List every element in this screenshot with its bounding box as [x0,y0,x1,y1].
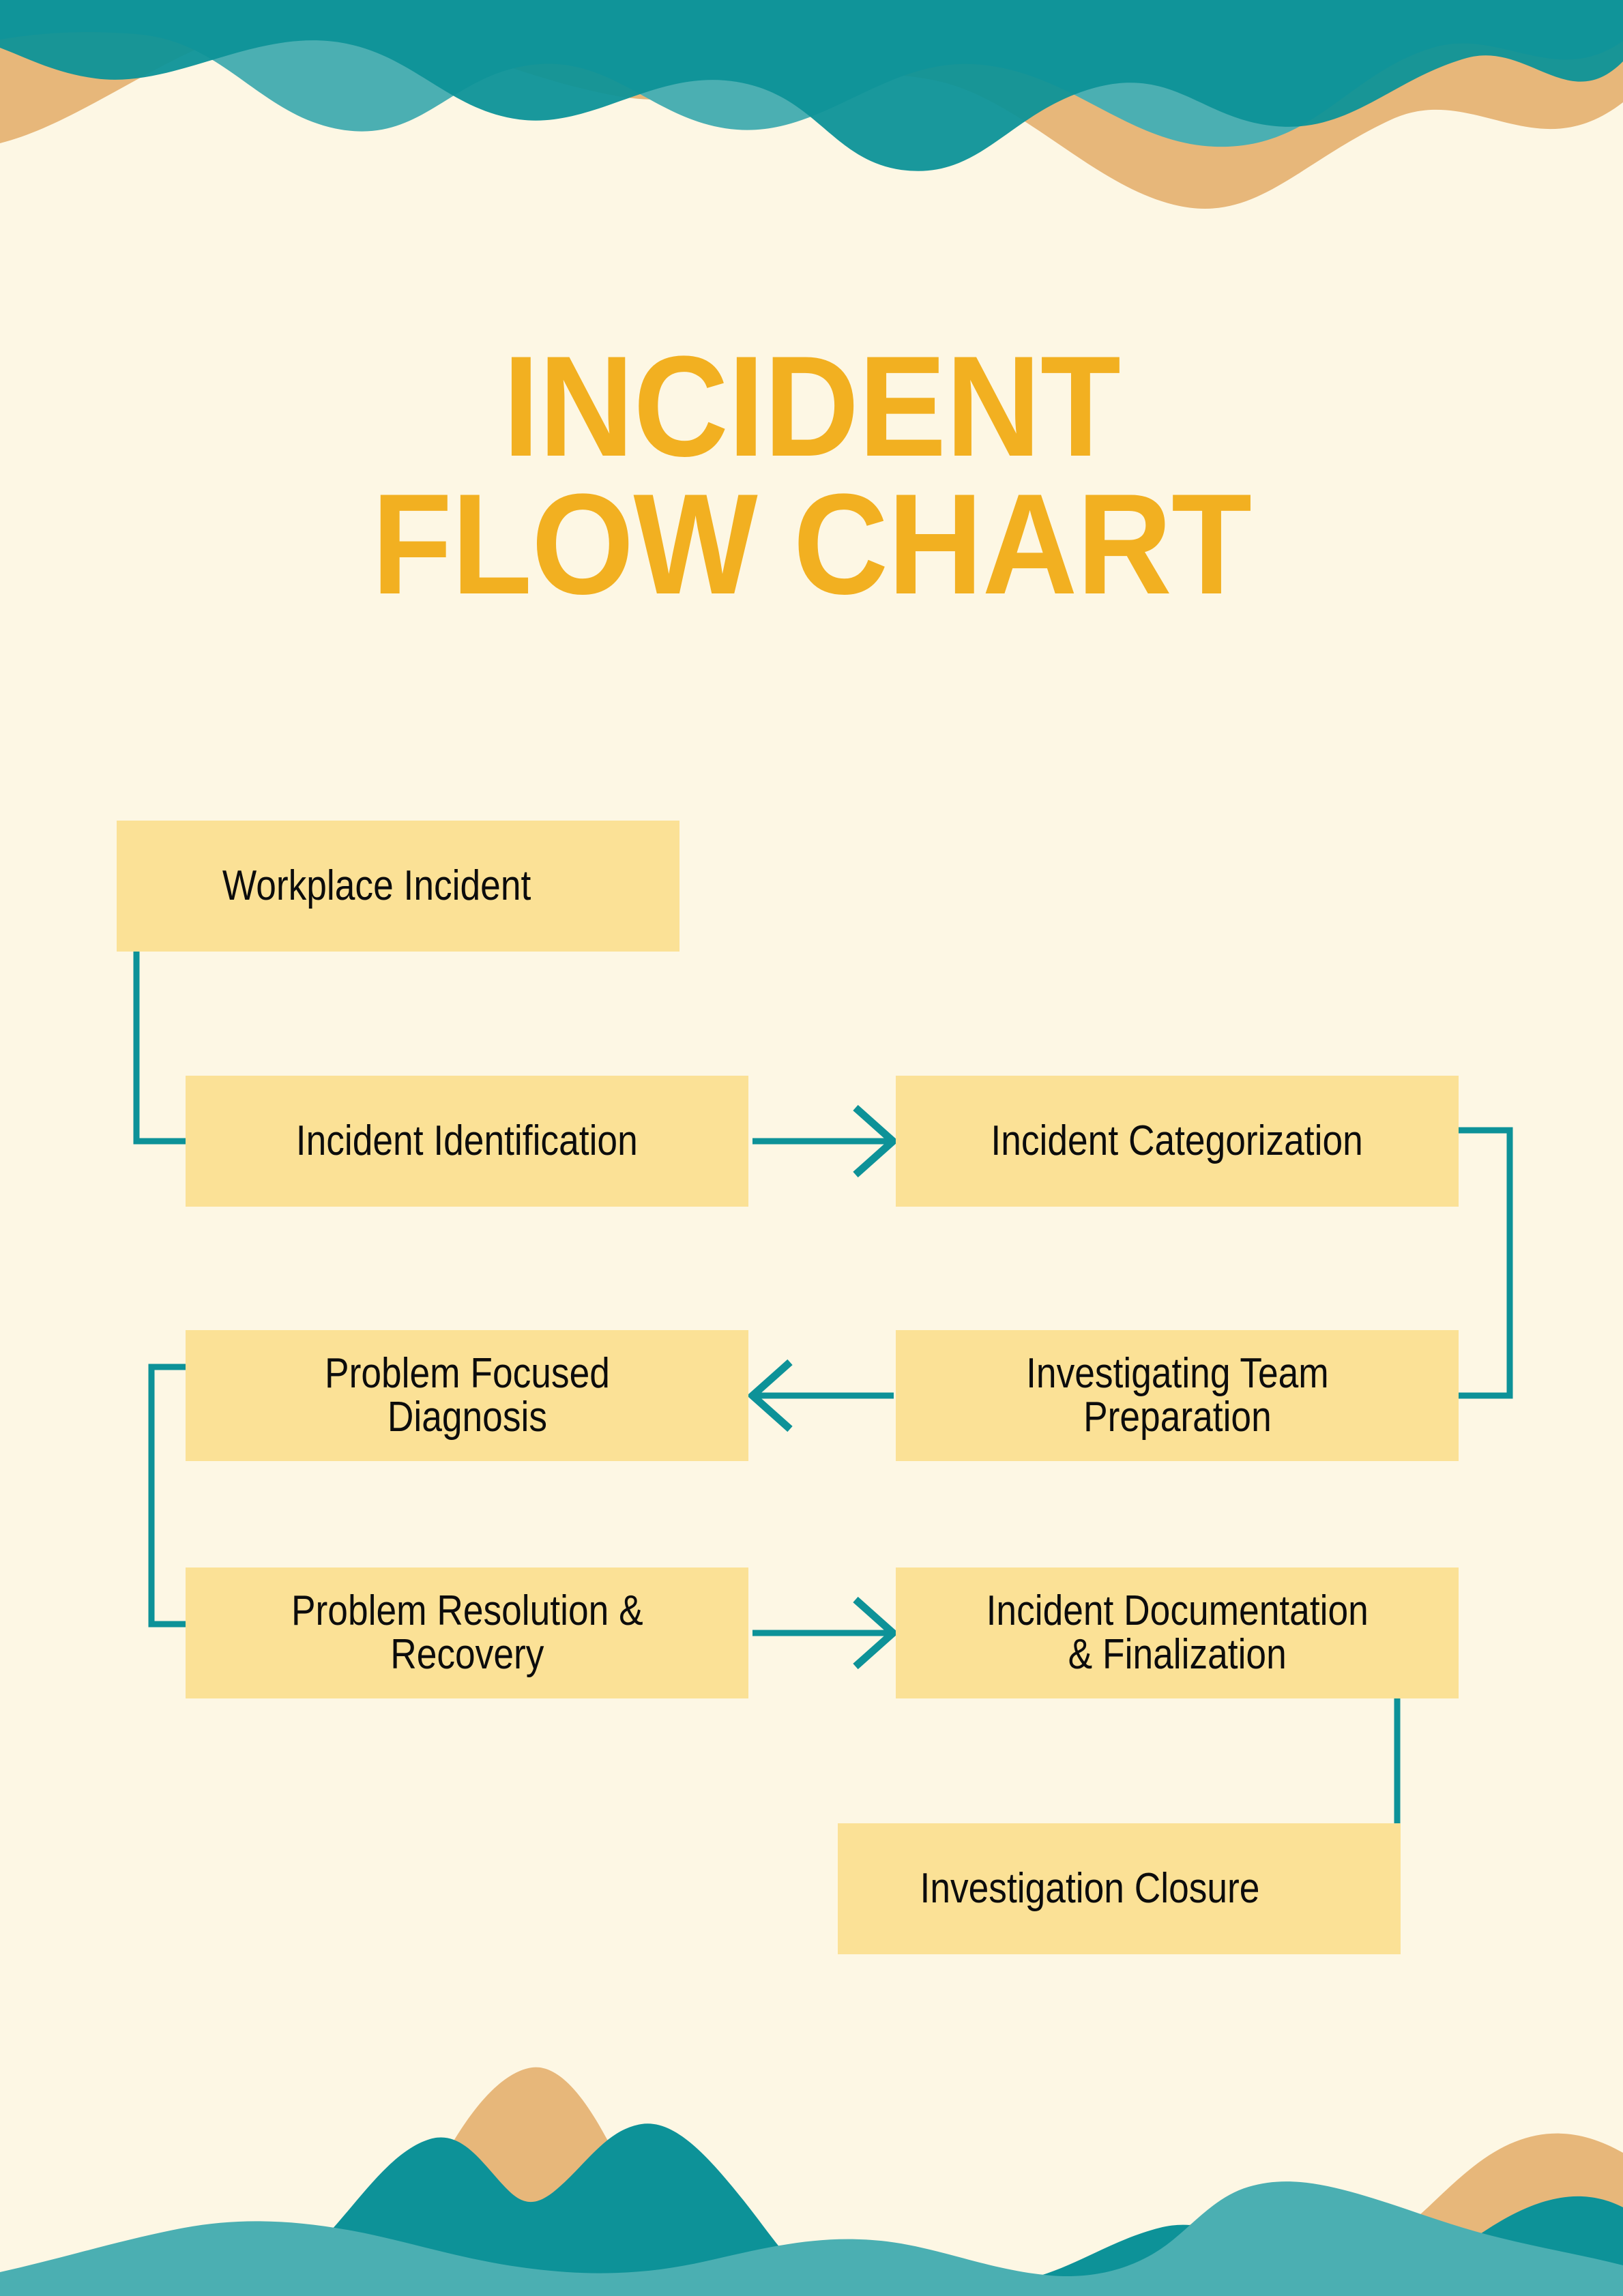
flow-node-workplace-incident[interactable]: Workplace Incident [117,821,679,952]
bottom-wave-teal-dark [0,2123,1623,2296]
flow-node-problem-focused-diagnosis[interactable]: Problem Focused Diagnosis [186,1330,748,1461]
arrowhead-to-documentation [853,1596,899,1670]
connector-workplace-to-identification [133,952,186,1145]
bottom-wave-decoration [0,1982,1623,2296]
top-wave-decoration [0,0,1623,286]
flow-node-label: Investigation Closure [920,1864,1260,1912]
page-title-line-1: INCIDENT [503,326,1121,486]
flow-node-label: Workplace Incident [222,862,531,909]
page-title-line-2: FLOW CHART [371,463,1252,624]
page-title: INCIDENT FLOW CHART [0,326,1623,624]
bottom-wave-sand [0,2067,1623,2296]
flow-node-incident-categorization[interactable]: Incident Categorization [896,1076,1459,1207]
flow-node-label: Investigating Team Preparation [1025,1349,1329,1441]
flow-node-investigation-closure[interactable]: Investigation Closure [838,1823,1401,1954]
bottom-wave-teal-light [0,2181,1623,2296]
arrowhead-to-diagnosis [746,1359,793,1432]
top-wave-sand [0,0,1623,209]
connector-diagnosis-to-resolution [148,1364,186,1628]
flow-node-label: Problem Focused Diagnosis [324,1349,610,1441]
flow-node-label: Problem Resolution & Recovery [291,1587,643,1678]
flow-node-label: Incident Identification [296,1117,638,1164]
connector-categorization-to-team-prep [1459,1127,1513,1399]
arrowhead-to-categorization [853,1104,899,1178]
flow-node-incident-documentation-finalization[interactable]: Incident Documentation & Finalization [896,1568,1459,1698]
flow-node-incident-identification[interactable]: Incident Identification [186,1076,748,1207]
flow-node-label: Incident Categorization [991,1117,1364,1164]
flow-node-label: Incident Documentation & Finalization [986,1587,1369,1678]
flow-node-problem-resolution-recovery[interactable]: Problem Resolution & Recovery [186,1568,748,1698]
top-wave-teal-light [0,0,1623,147]
flow-node-investigating-team-preparation[interactable]: Investigating Team Preparation [896,1330,1459,1461]
top-wave-teal-dark [0,0,1623,171]
